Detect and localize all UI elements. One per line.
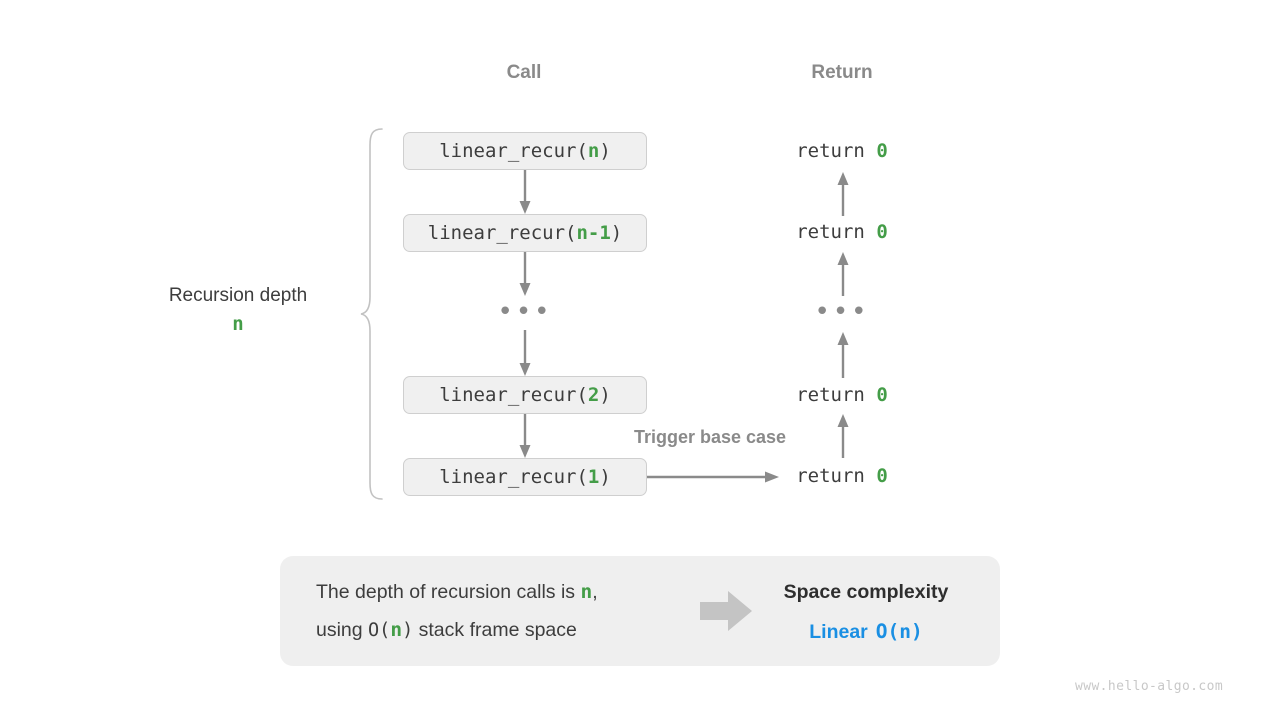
return-arrow-up-4-icon xyxy=(837,414,849,458)
summary-description: The depth of recursion calls is n, using… xyxy=(316,573,656,650)
call-box-1-suffix: ) xyxy=(599,466,611,488)
call-box-1-arg: 1 xyxy=(587,466,600,488)
return-arrow-up-1-icon xyxy=(837,172,849,216)
space-complexity-title: Space complexity xyxy=(783,581,949,603)
summary-line-1: The depth of recursion calls is n, xyxy=(316,573,656,611)
return-arrow-up-3-icon xyxy=(837,332,849,378)
recursion-depth-brace-icon xyxy=(360,128,383,500)
watermark: www.hello-algo.com xyxy=(1075,679,1224,694)
return-label-3: return 0 xyxy=(742,384,942,406)
summary-line-2: using O(n) stack frame space xyxy=(316,611,656,650)
space-complexity-word: Linear xyxy=(809,621,868,643)
call-box-n[interactable]: linear_recur(n) xyxy=(403,132,647,170)
base-case-arrow-right-icon xyxy=(647,471,779,483)
recursion-depth-title: Recursion depth xyxy=(168,285,308,306)
call-box-n-arg: n xyxy=(587,140,600,162)
space-complexity-value: Linear O(n) xyxy=(746,620,986,644)
call-arrow-down-4-icon xyxy=(519,414,531,458)
trigger-base-case-note: Trigger base case xyxy=(633,427,787,447)
column-header-return: Return xyxy=(811,62,873,83)
return-label-3-text: return xyxy=(796,384,877,406)
call-box-n-prefix: linear_recur( xyxy=(439,140,588,162)
return-label-4: return 0 xyxy=(742,465,942,487)
summary-line-2-a: using xyxy=(316,619,369,641)
call-box-1[interactable]: linear_recur(1) xyxy=(403,458,647,496)
return-arrow-up-2-icon xyxy=(837,252,849,296)
call-box-1-prefix: linear_recur( xyxy=(439,466,588,488)
call-box-n-minus-1-suffix: ) xyxy=(610,222,623,244)
call-box-n-minus-1-prefix: linear_recur( xyxy=(427,222,577,244)
call-arrow-down-2-icon xyxy=(519,252,531,296)
return-label-2: return 0 xyxy=(742,221,942,243)
summary-line-1-highlight: n xyxy=(580,580,593,603)
summary-line-1-a: The depth of recursion calls is xyxy=(316,581,581,603)
return-label-1-text: return xyxy=(796,140,877,162)
call-box-2[interactable]: linear_recur(2) xyxy=(403,376,647,414)
summary-line-2-open: O( xyxy=(368,620,391,641)
summary-line-1-b: , xyxy=(592,581,598,603)
return-column-ellipsis: ••• xyxy=(814,297,870,327)
call-box-2-prefix: linear_recur( xyxy=(439,384,588,406)
recursion-depth-label: Recursion depth n xyxy=(138,285,338,335)
call-column-ellipsis: ••• xyxy=(497,297,553,327)
space-complexity-expression: O(n) xyxy=(875,620,923,643)
summary-panel xyxy=(280,556,1000,666)
call-arrow-down-1-icon xyxy=(519,170,531,214)
column-header-call: Call xyxy=(506,62,542,83)
call-box-2-suffix: ) xyxy=(599,384,611,406)
summary-line-2-close: ) xyxy=(402,620,414,641)
return-label-2-text: return xyxy=(796,221,877,243)
call-arrow-down-3-icon xyxy=(519,330,531,376)
return-label-3-value: 0 xyxy=(876,384,888,406)
return-label-2-value: 0 xyxy=(876,221,888,243)
call-box-2-arg: 2 xyxy=(587,384,600,406)
summary-line-2-highlight: n xyxy=(390,618,403,641)
call-box-n-minus-1[interactable]: linear_recur(n-1) xyxy=(403,214,647,252)
call-box-n-suffix: ) xyxy=(599,140,611,162)
return-label-1-value: 0 xyxy=(876,140,888,162)
summary-line-2-b: stack frame space xyxy=(413,619,577,641)
return-label-4-text: return xyxy=(796,465,877,487)
summary-arrow-right-icon xyxy=(700,591,752,631)
call-box-n-minus-1-arg: n-1 xyxy=(576,222,611,244)
return-label-4-value: 0 xyxy=(876,465,888,487)
return-label-1: return 0 xyxy=(742,140,942,162)
recursion-depth-value: n xyxy=(232,313,244,335)
